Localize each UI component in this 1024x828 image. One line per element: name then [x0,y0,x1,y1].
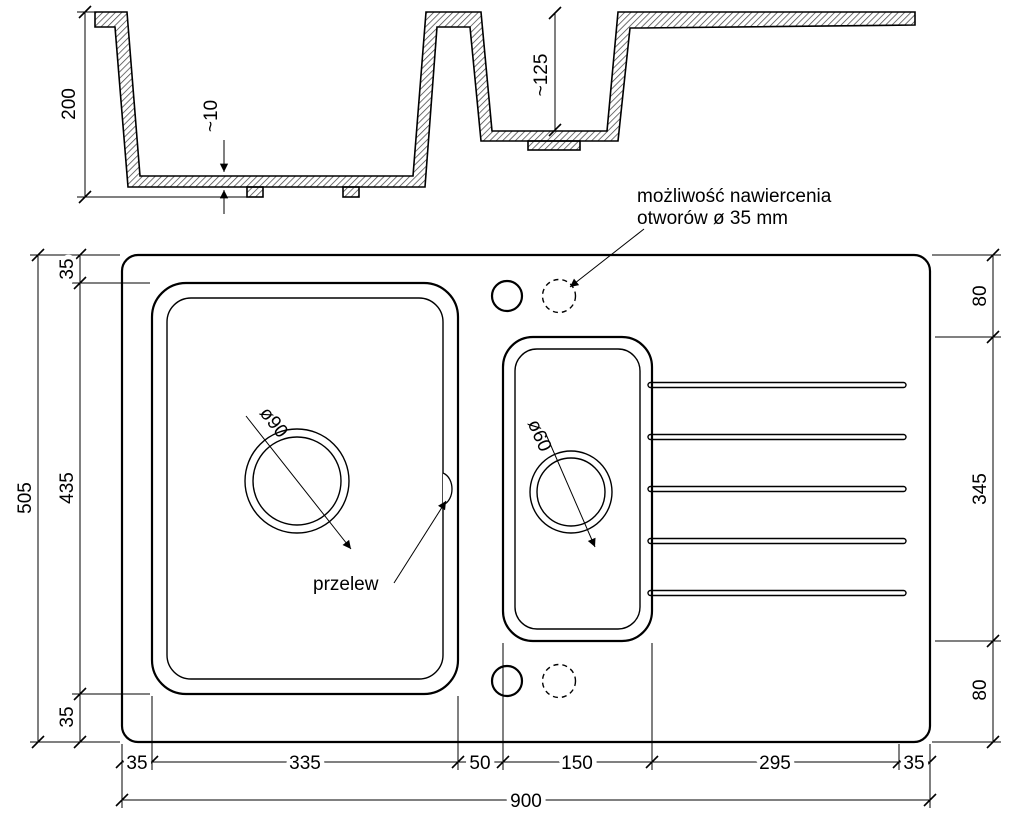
section-material-profile [94,11,916,188]
dim-tick [115,793,129,807]
drainboard-groove [647,589,907,597]
dim-tick [548,123,562,137]
plan-dimensions: 505 35 435 35 80 345 80 35 335 50 150 29… [15,248,1001,817]
overflow-notch [442,472,453,506]
dim-tick [986,735,1000,749]
section-drain-boss-left [246,186,264,198]
dim-tick [986,248,1000,262]
main-bowl-rim [150,281,460,696]
overflow-leader-line [393,500,447,584]
dim-bottom-segment-label: 50 [469,753,490,774]
dim-right-top-margin-label: 80 [970,285,991,306]
dim-right-bottom-margin-label: 80 [970,679,991,700]
section-drain-boss-right [342,186,360,198]
dim-tick [986,634,1000,648]
tap-hole-bottom-optional [541,663,577,699]
small-bowl-inner [514,348,641,630]
dim-small-bowl-depth-label: ~125 [531,54,552,97]
dim-tick [73,735,87,749]
main-drain-inner [252,436,342,526]
dim-tick [645,755,659,769]
dim-left-top-margin-label: 35 [57,258,78,279]
small-drain-diameter-label: ø60 [523,417,556,455]
dim-bottom-segment-label: 35 [126,753,147,774]
dim-bottom-segment-label: 335 [289,753,321,774]
dim-bottom-segment-label: 295 [759,753,791,774]
dim-tick [115,755,129,769]
dim-tick [451,755,465,769]
dim-bowl-length-label: 435 [57,472,78,504]
dim-tick [548,6,562,20]
drill-note-line2: otworów ø 35 mm [637,208,788,229]
tap-hole-top-optional [541,278,577,314]
dim-bottom-thickness-label: ~10 [201,100,222,132]
dim-bottom-segment-label: 35 [903,753,924,774]
small-bowl-rim [501,335,654,643]
dim-tick [78,190,92,204]
drainboard-groove [647,381,907,389]
dim-tick [31,735,45,749]
drainboard-groove [647,485,907,493]
main-drain-diameter-line [245,415,352,550]
tap-hole-bottom [490,664,524,698]
small-drain-diameter-line [544,431,596,548]
dim-overall-depth-label: 505 [15,482,36,514]
drill-note-leader-line [569,228,645,288]
dim-tick [145,755,159,769]
main-drain-diameter-label: ø90 [255,403,292,442]
section-view: 200 ~10 ~125 [59,5,916,214]
dim-tick [892,755,906,769]
drainboard-groove [647,433,907,441]
dim-drainer-length-label: 345 [970,473,991,505]
main-drain-outer [244,428,350,534]
main-bowl-inner [166,297,444,680]
drainboard-grooves [647,381,907,597]
plan-view: ø90 przelew ø60 możliwość nawiercenia ot… [120,186,932,744]
drainboard-groove [647,537,907,545]
small-drain-outer [529,450,613,534]
dim-bottom-segment-label: 150 [561,753,593,774]
overflow-label: przelew [313,574,379,595]
dim-tick [78,5,92,19]
dim-overall-width-label: 900 [510,791,542,812]
small-drain-inner [536,457,606,527]
dim-tick [73,248,87,262]
dim-total-depth-label: 200 [59,88,80,120]
dim-tick [923,793,937,807]
section-drain-boss-small-bowl [527,140,581,151]
dim-tick [923,755,937,769]
tap-hole-top [490,279,524,313]
dim-left-bottom-margin-label: 35 [57,706,78,727]
dim-tick [496,755,510,769]
drill-note-line1: możliwość nawiercenia [637,186,832,207]
dim-tick [73,276,87,290]
dim-tick [73,687,87,701]
dim-tick [31,248,45,262]
sink-outer-edge [120,253,932,744]
dim-tick [986,330,1000,344]
